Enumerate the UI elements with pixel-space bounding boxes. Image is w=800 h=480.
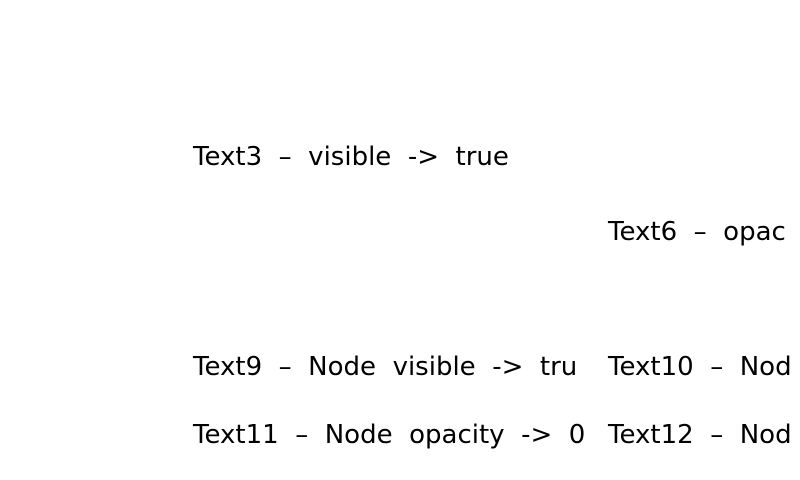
text-run-text12: Text12 – Nod [608, 420, 792, 450]
text-run-text10: Text10 – Nod [608, 352, 792, 382]
text-run-text3: Text3 – visible -> true [193, 142, 509, 172]
text-run-text11: Text11 – Node opacity -> 0 [193, 420, 586, 450]
text-run-text6: Text6 – opac [608, 217, 786, 247]
text-run-text9: Text9 – Node visible -> tru [193, 352, 578, 382]
